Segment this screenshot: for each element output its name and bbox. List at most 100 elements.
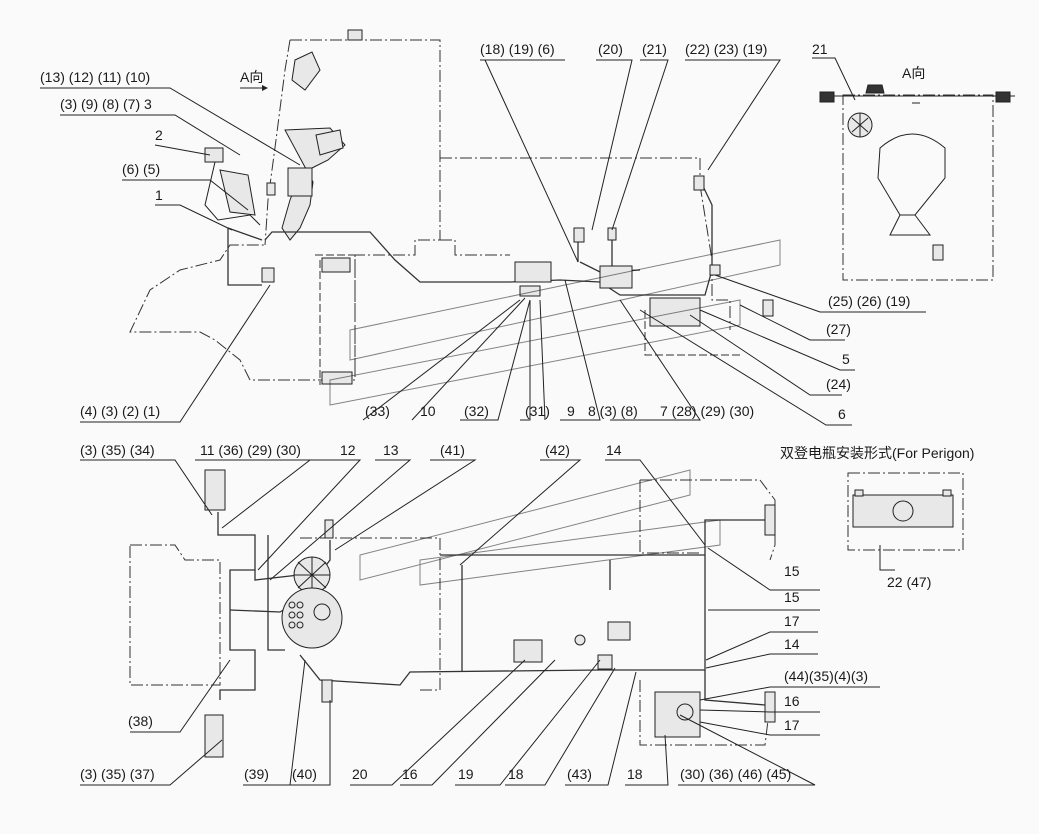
sensor-20-icon	[573, 227, 585, 243]
inset-switch-icon	[932, 244, 944, 261]
ground-point-icon	[574, 634, 586, 646]
labels-top-right: (25) (26) (19) (27) 5 (24) 6	[826, 293, 910, 422]
inset-left-light-icon	[819, 91, 835, 103]
callout-30-36-46-45: (30) (36) (46) (45)	[680, 766, 791, 782]
labels-top-left: A向 (13) (12) (11) (10) (3) (9) (8) (7) 3…	[40, 69, 268, 419]
labels-bottom-right: 15 15 17 14 (44)(35)(4)(3) 16 17	[784, 563, 868, 733]
lamp-housing-icon	[204, 147, 224, 163]
callout-12: 12	[340, 442, 356, 458]
callout-3-35-34: (3) (35) (34)	[80, 442, 155, 458]
rear-work-light-icon	[693, 175, 705, 191]
callout-24: (24)	[826, 376, 851, 392]
twin-battery-icon	[852, 494, 954, 528]
battery-inset-title: 双登电瓶安装形式(For Perigon)	[780, 445, 974, 461]
sensor-21-icon	[607, 227, 617, 241]
callout-18-c: 18	[627, 766, 643, 782]
callout-21: (21)	[642, 41, 667, 57]
rear-left-lamp-icon	[764, 691, 776, 723]
callout-21-inset: 21	[812, 41, 828, 57]
view-label-main: A向	[240, 69, 263, 85]
callout-17-a: 17	[784, 613, 800, 629]
battery-inset-callout: 22 (47)	[887, 574, 931, 590]
bottom-harness	[204, 469, 776, 758]
alternator-bottom-icon	[607, 621, 631, 641]
starter-bottom-icon	[513, 639, 543, 663]
callout-25-26-19: (25) (26) (19)	[828, 293, 910, 309]
callout-1: 1	[155, 187, 163, 203]
battery-box-icon	[649, 297, 701, 327]
steering-wheel-icon	[315, 129, 344, 156]
view-label-inset: A向	[902, 65, 925, 81]
callout-11-36-29-30: 11 (36) (29) (30)	[200, 442, 301, 458]
right-lamp-icon	[762, 299, 774, 317]
callout-43: (43)	[567, 766, 592, 782]
alternator-icon	[519, 285, 541, 297]
labels-top-center: (18) (19) (6) (20) (21) (22) (23) (19) 2…	[480, 41, 925, 81]
inset-beacon-icon	[865, 84, 885, 94]
callout-3-9-8-7-3: (3) (9) (8) (7) 3	[60, 96, 152, 112]
switch-icon	[266, 182, 276, 196]
mudguard-icon	[219, 169, 256, 216]
callout-8-3-8: 8 (3) (8)	[588, 403, 638, 419]
callout-41: (41)	[440, 442, 465, 458]
labels-bottom-bottom: (38) (3) (35) (37) (39) (40) 20 16 19 18…	[80, 713, 791, 782]
relay-bottom-icon	[597, 654, 613, 670]
relay-box-icon	[599, 265, 633, 289]
callout-27: (27)	[826, 321, 851, 337]
callout-18-19-6: (18) (19) (6)	[480, 41, 555, 57]
inset-view-a	[819, 84, 1015, 281]
callout-14-b: 14	[784, 636, 800, 652]
left-rear-lamp-icon	[204, 469, 226, 511]
labels-top-bottom: (33) 10 (32) (31) 9 8 (3) (8) 7 (28) (29…	[365, 403, 754, 419]
callout-3-35-37: (3) (35) (37)	[80, 766, 155, 782]
callout-5: 5	[842, 351, 850, 367]
dashboard-icon	[281, 587, 343, 649]
fuel-tank-sensor-icon	[321, 257, 351, 273]
callout-6: 6	[838, 406, 846, 422]
cab-components	[204, 29, 363, 385]
watermark	[329, 239, 781, 586]
callout-33: (33)	[365, 403, 390, 419]
labels-bottom-top: (3) (35) (34) 11 (36) (29) (30) 12 13 (4…	[80, 442, 622, 458]
callout-16-b: 16	[784, 693, 800, 709]
beacon-light-icon	[347, 29, 363, 41]
top-vehicle-outline	[129, 39, 740, 385]
callout-15-a: 15	[784, 563, 800, 579]
callout-44-35-4-3: (44)(35)(4)(3)	[784, 668, 868, 684]
callout-32: (32)	[464, 403, 489, 419]
seat-icon	[281, 127, 346, 241]
callout-20: (20)	[598, 41, 623, 57]
horn-icon	[709, 264, 721, 276]
callout-22-23-19: (22) (23) (19)	[685, 41, 767, 57]
battery-inset	[847, 472, 964, 551]
callout-9: 9	[567, 403, 575, 419]
top-harness	[227, 175, 774, 327]
bottom-vehicle-outline	[129, 479, 776, 746]
callout-7-28-29-30: 7 (28) (29) (30)	[660, 403, 754, 419]
callout-19-b: 19	[458, 766, 474, 782]
callout-2: 2	[155, 127, 163, 143]
callout-31: (31)	[525, 403, 550, 419]
left-front-lamp-icon	[204, 714, 224, 758]
callout-16-c: 16	[402, 766, 418, 782]
leader-lines	[40, 57, 926, 786]
work-light-icon	[291, 51, 321, 91]
rear-right-lamp-icon	[764, 504, 776, 536]
callout-14: 14	[606, 442, 622, 458]
callout-13: 13	[383, 442, 399, 458]
callout-13-12-11-10: (13) (12) (11) (10)	[40, 69, 150, 85]
callout-20-b: 20	[352, 766, 368, 782]
callout-4-3-2-1: (4) (3) (2) (1)	[80, 403, 160, 419]
callout-40: (40)	[292, 766, 317, 782]
starter-motor-icon	[514, 261, 552, 283]
battery-inset-labels: 双登电瓶安装形式(For Perigon) 22 (47)	[780, 445, 974, 590]
callout-38: (38)	[128, 713, 153, 729]
callout-18-b: 18	[508, 766, 524, 782]
rear-lamp-icon	[261, 267, 275, 283]
callout-10: 10	[420, 403, 436, 419]
callout-39: (39)	[244, 766, 269, 782]
tank-bracket-icon	[321, 371, 353, 385]
front-bracket-icon	[321, 679, 333, 703]
